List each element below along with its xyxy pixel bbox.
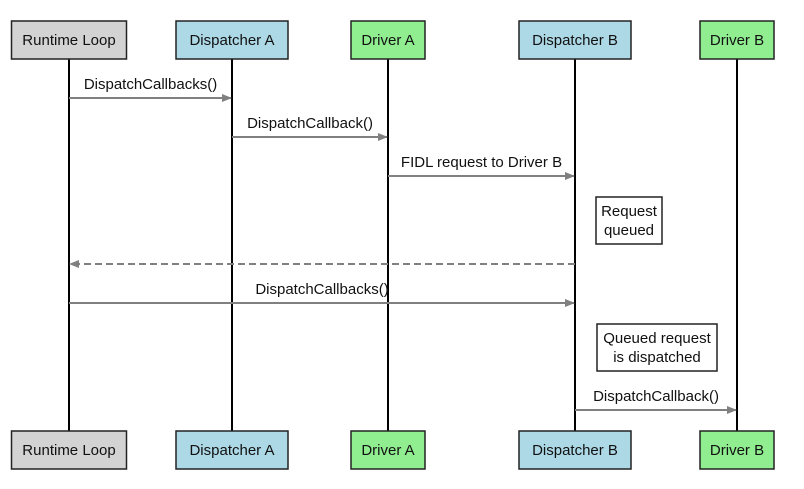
participant-box	[699, 430, 775, 470]
participant-driver-b-top: Driver B	[699, 20, 775, 60]
participant-label: Driver A	[361, 32, 414, 49]
participant-label: Driver A	[361, 442, 414, 459]
message-arrow: DispatchCallback()	[575, 388, 737, 414]
message-label: FIDL request to Driver B	[401, 154, 562, 171]
participant-label: Runtime Loop	[22, 442, 115, 459]
participant-label: Driver B	[710, 442, 764, 459]
participant-box	[175, 20, 289, 60]
participant-driver-b-bottom: Driver B	[699, 430, 775, 470]
note-box: Queued request is dispatched	[596, 323, 718, 372]
note-text: queued	[604, 222, 654, 239]
note-box: Request queued	[595, 196, 663, 245]
message-label: DispatchCallbacks()	[255, 281, 388, 298]
message-arrow: DispatchCallback()	[232, 115, 388, 141]
participant-driver-a-top: Driver A	[350, 20, 426, 60]
participant-dispatcher-a-bottom: Dispatcher A	[175, 430, 289, 470]
participant-label: Driver B	[710, 32, 764, 49]
participant-box	[175, 430, 289, 470]
note-text: Queued request	[603, 330, 711, 347]
message-label: DispatchCallback()	[593, 388, 719, 405]
participant-label: Dispatcher A	[189, 32, 274, 49]
participant-dispatcher-b-bottom: Dispatcher B	[518, 430, 632, 470]
message-arrow: DispatchCallbacks()	[69, 76, 232, 102]
message-label: DispatchCallbacks()	[84, 76, 217, 93]
message-arrow: DispatchCallbacks()	[69, 281, 575, 307]
message-label: DispatchCallback()	[247, 115, 373, 132]
note-text: Request	[601, 203, 658, 220]
message-arrow: FIDL request to Driver B	[388, 154, 575, 180]
participant-box	[699, 20, 775, 60]
participant-label: Dispatcher B	[532, 442, 618, 459]
note-rect	[596, 323, 718, 372]
participant-box	[518, 20, 632, 60]
participant-box	[10, 430, 128, 470]
participant-runtime-loop-top: Runtime Loop	[10, 20, 128, 60]
participant-box	[518, 430, 632, 470]
participant-dispatcher-a-top: Dispatcher A	[175, 20, 289, 60]
participant-label: Dispatcher A	[189, 442, 274, 459]
participant-label: Dispatcher B	[532, 32, 618, 49]
note-rect	[595, 196, 663, 245]
participant-dispatcher-b-top: Dispatcher B	[518, 20, 632, 60]
participant-box	[350, 20, 426, 60]
note-text: is dispatched	[613, 349, 701, 366]
participant-runtime-loop-bottom: Runtime Loop	[10, 430, 128, 470]
participant-label: Runtime Loop	[22, 32, 115, 49]
participant-box	[10, 20, 128, 60]
participant-driver-a-bottom: Driver A	[350, 430, 426, 470]
participant-box	[350, 430, 426, 470]
